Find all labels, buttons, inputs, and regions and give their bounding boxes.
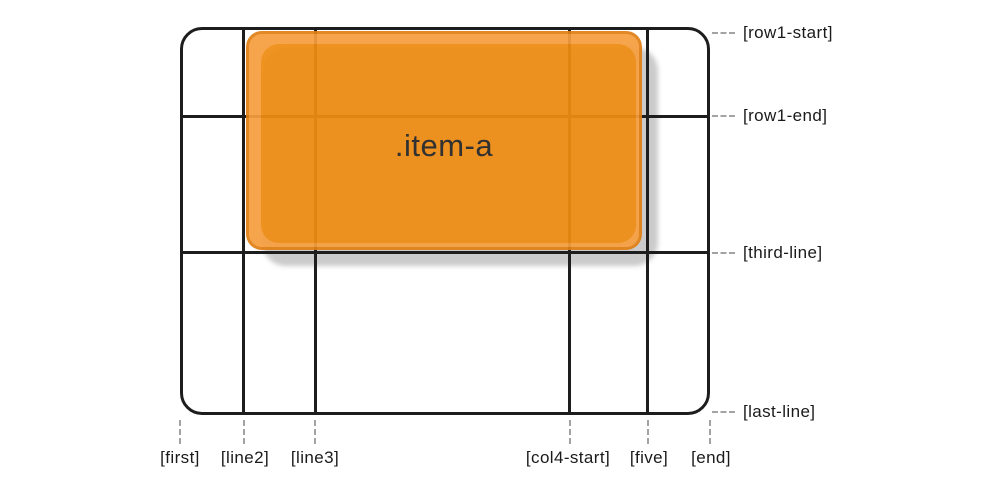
row1-end-dash bbox=[712, 115, 735, 117]
column-label-end: [end] bbox=[691, 448, 731, 467]
third-line-text: [third-line] bbox=[743, 243, 823, 262]
grid-item-a-inner-fill bbox=[261, 44, 636, 243]
third-line-dash bbox=[712, 252, 735, 254]
column-label-line2: [line2] bbox=[220, 448, 270, 467]
first-tick bbox=[179, 420, 181, 444]
row-label-last-line: [last-line] bbox=[712, 401, 815, 423]
row-label-third-line: [third-line] bbox=[712, 242, 822, 264]
last-line-dash bbox=[712, 411, 735, 413]
column-label-line3: [line3] bbox=[290, 448, 340, 467]
last-line-text: [last-line] bbox=[743, 402, 816, 421]
grid-item-a-label: .item-a bbox=[394, 127, 494, 163]
row1-start-dash bbox=[712, 32, 735, 34]
end-tick bbox=[709, 420, 711, 444]
line3-tick bbox=[314, 420, 316, 444]
column-label-first: [first] bbox=[160, 448, 200, 467]
col4-start-tick bbox=[569, 420, 571, 444]
row1-end-text: [row1-end] bbox=[743, 106, 828, 125]
row-label-row1-end: [row1-end] bbox=[712, 105, 827, 127]
grid-item-a: .item-a bbox=[246, 31, 642, 250]
row1-start-text: [row1-start] bbox=[743, 23, 833, 42]
line2-tick bbox=[243, 420, 245, 444]
row-line-third-line bbox=[180, 251, 710, 254]
row-label-row1-start: [row1-start] bbox=[712, 22, 833, 44]
grid-outer-border bbox=[180, 27, 710, 415]
column-line-line2 bbox=[242, 27, 245, 415]
column-line-five bbox=[646, 27, 649, 415]
column-label-five: [five] bbox=[629, 448, 669, 467]
column-label-col4-start: [col4-start] bbox=[525, 448, 611, 467]
five-tick bbox=[647, 420, 649, 444]
